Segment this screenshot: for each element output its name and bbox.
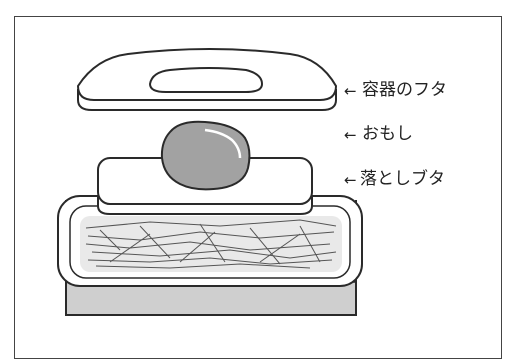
- drop-lid-label: 落としブタ: [360, 169, 445, 189]
- drop-lid-arrow: ←: [344, 171, 357, 189]
- container-lid: [76, 48, 338, 111]
- container-base-band: [67, 282, 355, 314]
- weight-label: おもし: [362, 124, 413, 144]
- pickled-vegetables: [80, 216, 342, 272]
- container-lid-arrow: ←: [344, 82, 357, 100]
- weight-arrow: ←: [344, 126, 357, 144]
- container-lid-label: 容器のフタ: [362, 80, 447, 100]
- weight-stone: [160, 120, 251, 191]
